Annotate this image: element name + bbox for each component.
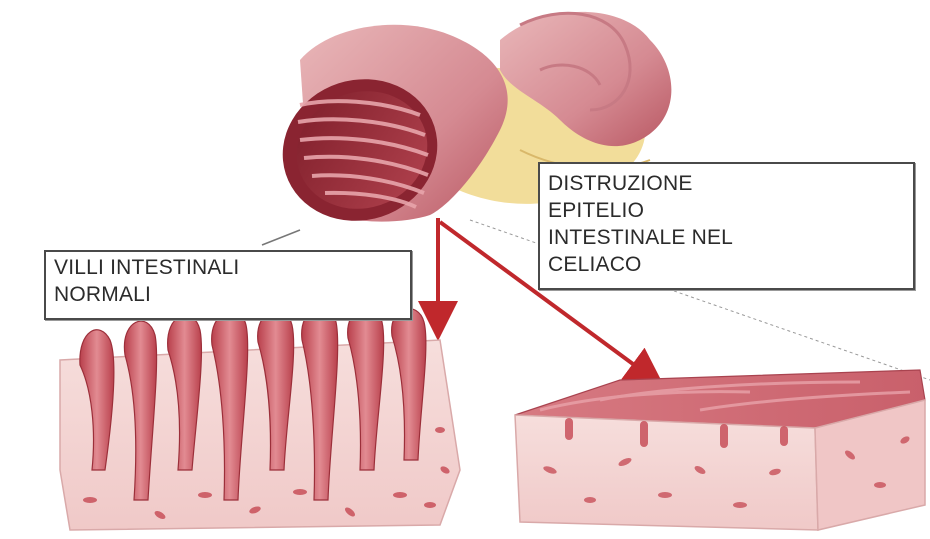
- label-celiac-line-4: CELIACO: [548, 251, 905, 278]
- celiac-tissue: [515, 370, 925, 530]
- normal-villi-tissue: [60, 308, 460, 530]
- label-celiac-line-3: INTESTINALE NEL: [548, 224, 905, 251]
- label-normal-villi-line-1: VILLI INTESTINALI: [54, 254, 402, 281]
- label-celiac-line-2: EPITELIO: [548, 197, 905, 224]
- label-normal-villi-line-2: NORMALI: [54, 281, 402, 308]
- label-normal-villi: VILLI INTESTINALI NORMALI: [44, 250, 412, 320]
- label-celiac-line-1: DISTRUZIONE: [548, 170, 905, 197]
- label-celiac-epithelium: DISTRUZIONE EPITELIO INTESTINALE NEL CEL…: [538, 162, 915, 290]
